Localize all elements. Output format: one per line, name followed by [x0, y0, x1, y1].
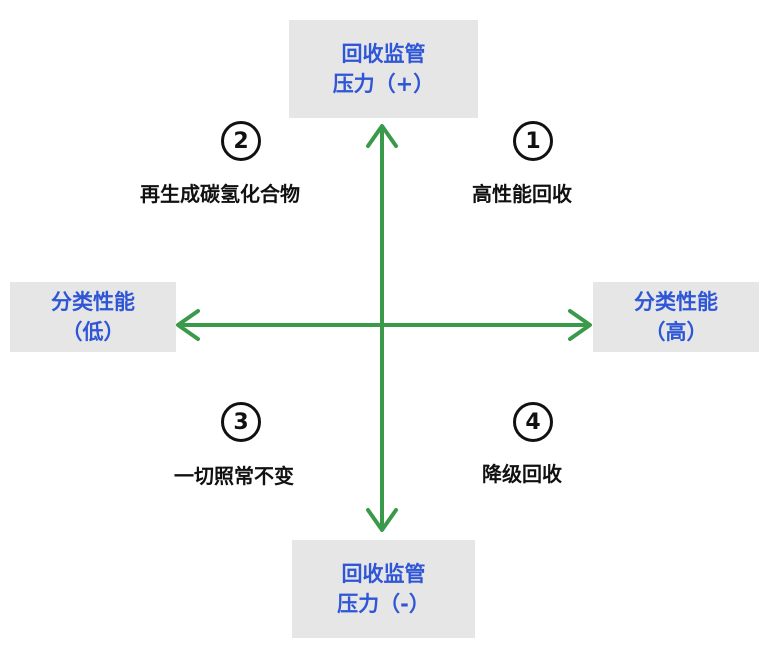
- quadrant-4-number-badge: 4: [513, 402, 553, 442]
- arrowhead-right: [568, 309, 592, 341]
- quadrant-3-number: 3: [233, 409, 249, 435]
- quadrant-4-number: 4: [525, 409, 541, 435]
- axis-label-top: 回收监管 压力（+）: [289, 20, 478, 118]
- axis-right-line1: 分类性能: [634, 290, 718, 314]
- quadrant-1-number-badge: 1: [513, 121, 553, 161]
- arrowhead-down: [366, 508, 398, 532]
- quadrant-4-label: 降级回收: [482, 462, 562, 486]
- quadrant-1-label: 高性能回收: [472, 182, 572, 206]
- axis-left-line1: 分类性能: [51, 290, 135, 314]
- quadrant-1-number: 1: [525, 128, 541, 154]
- arrowhead-left: [176, 309, 200, 341]
- arrowhead-up: [366, 124, 398, 148]
- axis-label-bottom: 回收监管 压力（-）: [292, 540, 475, 638]
- quadrant-2-number: 2: [233, 128, 249, 154]
- axis-top-line2: 压力（+）: [332, 72, 435, 96]
- axis-label-left: 分类性能 （低）: [10, 282, 176, 352]
- quadrant-3-number-badge: 3: [221, 402, 261, 442]
- quadrant-2-number-badge: 2: [221, 121, 261, 161]
- axis-bottom-line1: 回收监管: [341, 562, 426, 586]
- axis-label-right: 分类性能 （高）: [593, 282, 759, 352]
- axis-top-line1: 回收监管: [341, 42, 426, 66]
- axis-bottom-line2: 压力（-）: [337, 592, 430, 616]
- quadrant-2-label: 再生成碳氢化合物: [140, 182, 300, 206]
- quadrant-3-label: 一切照常不变: [174, 464, 294, 488]
- axis-right-line2: （高）: [644, 320, 708, 344]
- axis-left-line2: （低）: [61, 320, 125, 344]
